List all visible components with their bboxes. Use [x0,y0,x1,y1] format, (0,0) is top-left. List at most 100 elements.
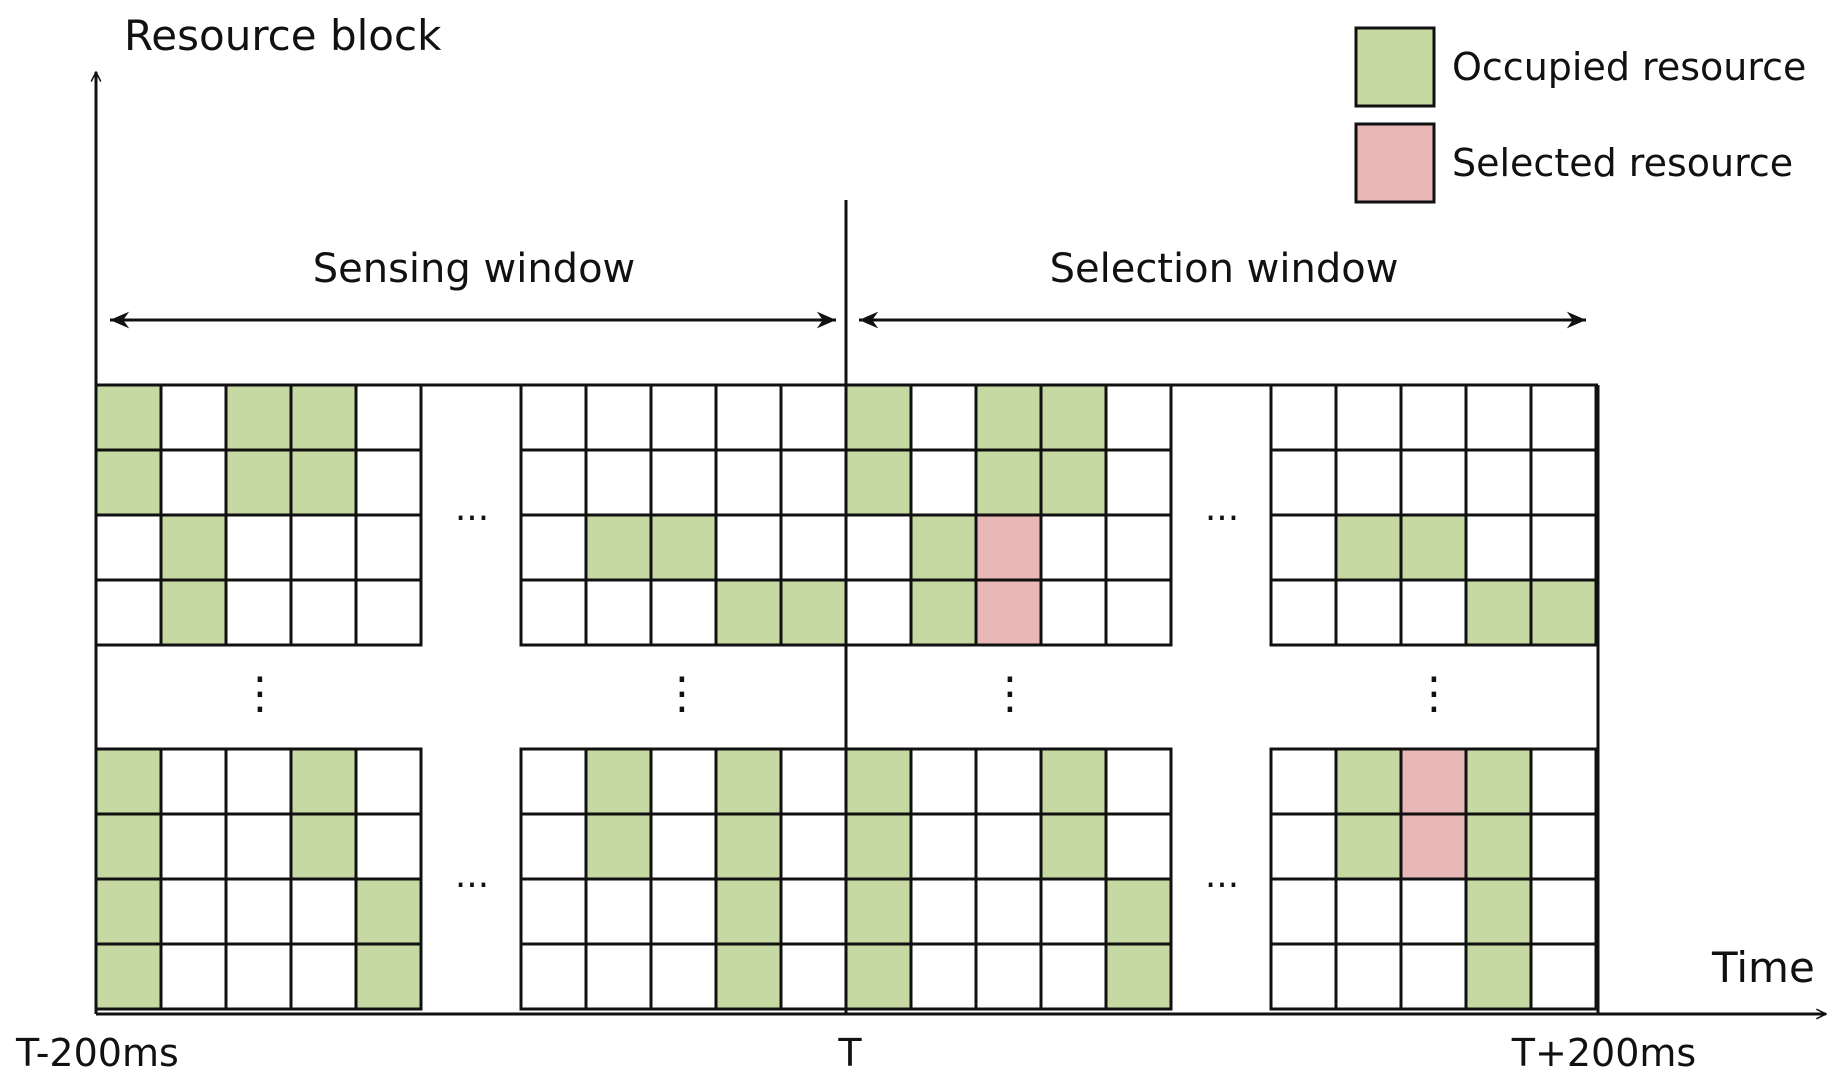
tick-end-label: T+200ms [1511,1031,1696,1075]
ellipsis-horizontal: ... [1205,855,1239,896]
resource-cell-empty [519,747,588,816]
resource-cell-occupied [94,942,163,1011]
resource-cell-selected [974,513,1043,582]
resource-cell-empty [519,812,588,881]
resource-cell-empty [649,877,718,946]
resource-cell-occupied [94,383,163,452]
resource-cell-empty [1334,448,1403,517]
resource-cell-occupied [714,942,783,1011]
ellipsis-horizontal: ... [1205,488,1239,529]
resource-cell-empty [1269,812,1338,881]
resource-cell-empty [909,877,978,946]
resource-cell-empty [909,747,978,816]
resource-cell-empty [909,448,978,517]
resource-cell-empty [519,448,588,517]
resource-cell-empty [1039,513,1108,582]
resource-cell-empty [779,747,848,816]
resource-cell-empty [1529,383,1598,452]
resource-cell-occupied [714,578,783,647]
resource-cell-occupied [159,578,228,647]
resource-cell-empty [714,383,783,452]
resource-cell-occupied [844,812,913,881]
resource-cell-empty [1269,877,1338,946]
resource-cell-empty [519,383,588,452]
resource-cell-empty [779,877,848,946]
resource-cell-empty [584,877,653,946]
resource-cell-empty [1269,513,1338,582]
resource-cell-empty [224,877,293,946]
resource-cell-occupied [159,513,228,582]
resource-cell-empty [1269,383,1338,452]
resource-cell-empty [289,513,358,582]
resource-cell-empty [1039,578,1108,647]
resource-cell-empty [224,812,293,881]
resource-cell-empty [1464,448,1533,517]
resource-cell-occupied [354,942,423,1011]
resource-cell-selected [974,578,1043,647]
resource-cell-empty [1039,877,1108,946]
resource-cell-occupied [224,448,293,517]
resource-cell-empty [1269,747,1338,816]
resource-cell-empty [1399,448,1468,517]
resource-cell-empty [1399,578,1468,647]
resource-cell-selected [1399,747,1468,816]
resource-cell-empty [159,747,228,816]
resource-cell-empty [974,812,1043,881]
resource-cell-occupied [1039,812,1108,881]
resource-cell-empty [844,513,913,582]
resource-cell-empty [714,513,783,582]
resource-cell-empty [909,383,978,452]
resource-cell-occupied [714,812,783,881]
resource-cell-occupied [649,513,718,582]
resource-cell-occupied [1529,578,1598,647]
resource-cell-occupied [1464,578,1533,647]
resource-cell-empty [354,812,423,881]
legend-swatch-selected [1354,122,1436,204]
resource-cell-occupied [289,747,358,816]
resource-cell-occupied [844,942,913,1011]
resource-cell-occupied [844,747,913,816]
x-axis-label: Time [1711,943,1815,992]
resource-cell-empty [649,383,718,452]
resource-cell-empty [779,513,848,582]
resource-cell-empty [649,747,718,816]
resource-cell-empty [224,747,293,816]
resource-cell-empty [584,942,653,1011]
resource-cell-empty [159,877,228,946]
resource-cell-empty [289,578,358,647]
resource-cell-empty [519,942,588,1011]
ellipsis-vertical: ⋮ [1412,668,1456,719]
resource-cell-empty [1104,747,1173,816]
resource-cell-empty [1104,448,1173,517]
legend-label-selected: Selected resource [1452,141,1793,185]
resource-cell-occupied [1039,383,1108,452]
resource-cell-empty [94,513,163,582]
resource-cell-empty [354,578,423,647]
resource-cell-empty [1334,383,1403,452]
resource-cell-occupied [1334,812,1403,881]
resource-cell-empty [1039,942,1108,1011]
legend-swatch-occupied [1354,26,1436,108]
resource-cell-occupied [94,448,163,517]
resource-cell-occupied [224,383,293,452]
resource-cell-occupied [974,448,1043,517]
resource-cell-empty [1104,383,1173,452]
ellipsis-vertical: ⋮ [660,668,704,719]
resource-cell-empty [649,448,718,517]
resource-cell-occupied [1104,942,1173,1011]
resource-cell-occupied [844,877,913,946]
resource-cell-empty [909,942,978,1011]
resource-cell-occupied [1334,513,1403,582]
resource-cell-occupied [354,877,423,946]
resource-cell-empty [159,812,228,881]
resource-cell-empty [649,942,718,1011]
resource-cell-empty [519,513,588,582]
resource-cell-empty [159,383,228,452]
resource-cell-empty [1529,942,1598,1011]
resource-cell-empty [224,513,293,582]
resource-cell-occupied [779,578,848,647]
ellipsis-horizontal: ... [455,855,489,896]
resource-cells [94,383,1598,1011]
resource-cell-empty [1399,942,1468,1011]
resource-cell-empty [974,747,1043,816]
